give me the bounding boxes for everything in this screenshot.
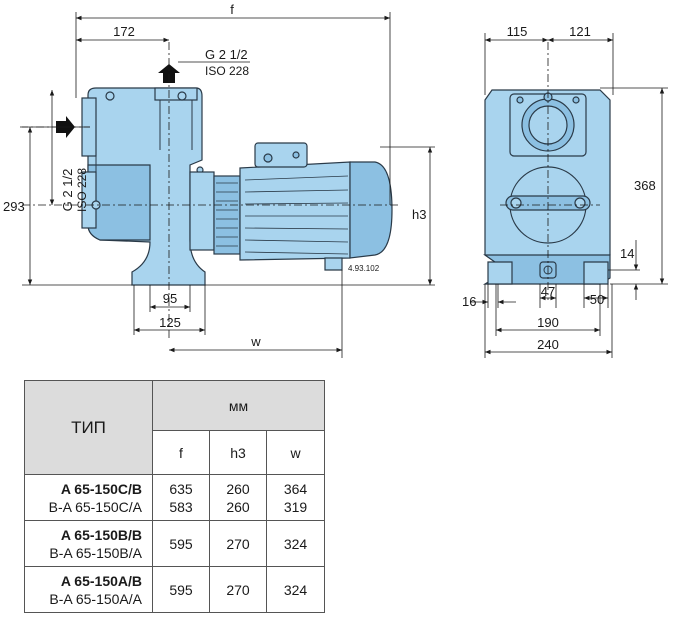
dim-14-label: 14	[620, 246, 634, 261]
col-header-w: w	[266, 430, 325, 475]
dim-16-label: 16	[462, 294, 476, 309]
outlet-thread-label: G 2 1/2	[205, 47, 248, 62]
dim-368-label: 368	[634, 178, 656, 193]
side-view-pump	[81, 87, 393, 286]
dim-121-label: 121	[569, 24, 591, 39]
model-secondary: B-A 65-150C/A	[48, 498, 142, 515]
w-cell: 324	[266, 566, 325, 613]
dim-h3-label: h3	[412, 207, 426, 222]
front-view-centerlines	[500, 42, 600, 300]
dim-w-label: w	[250, 334, 261, 349]
dim-172-label: 172	[113, 24, 135, 39]
dim-190-label: 190	[537, 315, 559, 330]
h3-cell: 270	[209, 520, 267, 567]
outlet-arrow	[158, 64, 180, 83]
dim-115-label: 115	[507, 24, 528, 39]
dim-47-label: 47	[541, 284, 555, 299]
front-view-pump	[482, 89, 611, 285]
dim-125-label: 125	[159, 315, 181, 330]
dim-50-label: 50	[590, 292, 604, 307]
dim-293-label: 293	[3, 199, 25, 214]
w-cell: 324	[266, 520, 325, 567]
col-header-f: f	[152, 430, 210, 475]
model-cell: A 65-150A/B B-A 65-150A/A	[24, 566, 153, 613]
model-secondary: B-A 65-150B/A	[49, 544, 142, 561]
model-primary: A 65-150A/B	[60, 572, 142, 589]
col-header-h3: h3	[209, 430, 267, 475]
dim-95-label: 95	[163, 291, 177, 306]
model-primary: A 65-150B/B	[60, 526, 142, 543]
outlet-iso-label: ISO 228	[205, 64, 249, 78]
motor-fins	[244, 175, 349, 255]
inlet-iso-label: ISO 228	[75, 168, 89, 212]
inlet-thread-label: G 2 1/2	[60, 169, 75, 212]
coupling-fins	[216, 182, 238, 247]
table-row: A 65-150A/B B-A 65-150A/A 595 270 324	[24, 566, 325, 613]
unit-header: мм	[152, 380, 325, 431]
type-header: ТИП	[24, 380, 153, 475]
dim-240-label: 240	[537, 337, 559, 352]
h3-cell: 270	[209, 566, 267, 613]
f-cell: 595	[152, 520, 210, 567]
model-primary: A 65-150C/B	[60, 480, 142, 497]
dimensions-table: ТИП мм f h3 w A 65-150C/B B-A 65-150C/A …	[24, 380, 325, 613]
dimension-drawing: f 172 G 2 1/2 ISO 228 293 G 2 1/2 ISO 22…	[3, 2, 668, 358]
model-cell: A 65-150B/B B-A 65-150B/A	[24, 520, 153, 567]
model-secondary: B-A 65-150A/A	[49, 590, 142, 607]
model-cell: A 65-150C/B B-A 65-150C/A	[24, 474, 153, 521]
front-view-dimensions	[470, 33, 668, 358]
table-row: A 65-150B/B B-A 65-150B/A 595 270 324	[24, 520, 325, 567]
f-cell: 595	[152, 566, 210, 613]
side-view-dimensions	[22, 12, 435, 358]
drawing-code: 4.93.102	[348, 264, 380, 273]
dim-f-label: f	[230, 2, 234, 17]
